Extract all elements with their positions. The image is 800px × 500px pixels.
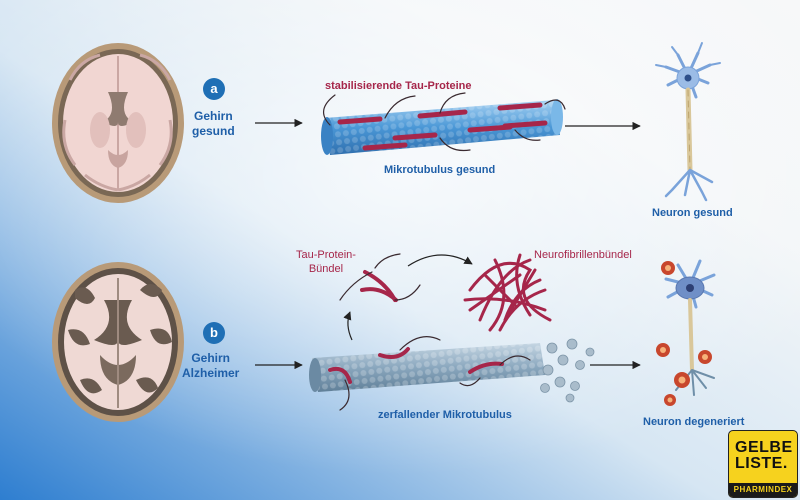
healthy-neuron-icon — [655, 42, 721, 202]
healthy-neuron-label: Neuron gesund — [652, 207, 733, 219]
logo-line-1: GELBE — [735, 439, 793, 456]
degenerating-microtubule — [309, 343, 545, 392]
degenerated-neuron-icon — [664, 259, 716, 396]
arrow-microtubule-to-tau-bundle — [343, 311, 353, 341]
degenerated-neuron-label: Neuron degeneriert — [643, 416, 745, 428]
stabilizing-tau-label: stabilisierende Tau-Proteine — [325, 80, 472, 92]
badge-a: a — [203, 78, 225, 100]
alzheimer-brain-icon — [52, 262, 184, 422]
logo-line-3: PHARMINDEX — [729, 483, 797, 497]
healthy-microtubule — [321, 99, 563, 155]
loose-tubulin-particles — [540, 338, 595, 403]
healthy-microtubule-label: Mikrotubulus gesund — [384, 164, 496, 176]
logo-line-2: LISTE. — [735, 455, 788, 472]
tau-protein-bundle — [339, 253, 421, 302]
amyloid-plaques — [656, 261, 712, 406]
arrow-tau-bundle-to-tangle — [407, 254, 473, 267]
alzheimer-brain-label: Gehirn Alzheimer — [182, 351, 240, 380]
gelbe-liste-logo: GELBE LISTE. PHARMINDEX — [728, 430, 798, 498]
neurofibrillary-tangle-label: Neurofibrillenbündel — [534, 249, 632, 261]
tau-bundle-label: Tau-Protein- Bündel — [296, 249, 356, 275]
badge-b: b — [203, 322, 225, 344]
neurofibrillary-tangle — [463, 253, 552, 332]
degenerating-microtubule-label: zerfallender Mikrotubulus — [378, 409, 512, 421]
tau-proteins-healthy — [323, 92, 566, 152]
healthy-brain-label: Gehirn gesund — [192, 109, 235, 138]
tau-proteins-detached — [328, 336, 531, 411]
healthy-brain-icon — [52, 43, 184, 203]
